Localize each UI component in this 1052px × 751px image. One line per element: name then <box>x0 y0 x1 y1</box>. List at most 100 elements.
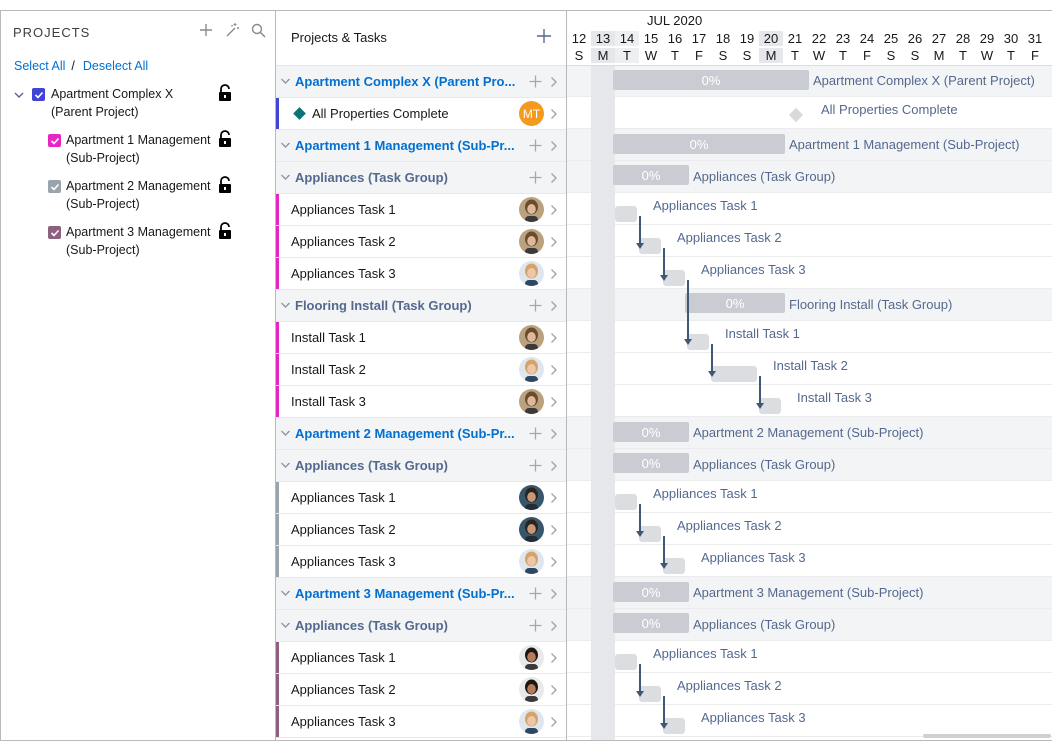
task-row[interactable]: Appliances Task 3 <box>276 706 566 738</box>
assignee-avatar[interactable] <box>519 709 544 734</box>
chevron-right-icon[interactable] <box>550 492 558 504</box>
assignee-avatar[interactable] <box>519 645 544 670</box>
task-row[interactable]: Appliances Task 1 <box>276 482 566 514</box>
project-checkbox[interactable] <box>48 226 61 239</box>
task-row[interactable]: Appliances Task 1 <box>276 194 566 226</box>
chevron-down-icon[interactable] <box>280 589 291 598</box>
task-group-row[interactable]: Flooring Install (Task Group) <box>276 290 566 322</box>
chevron-right-icon[interactable] <box>550 428 558 440</box>
task-group-row[interactable]: Appliances (Task Group) <box>276 610 566 642</box>
gantt-task-bar[interactable] <box>663 270 685 286</box>
gantt-task-bar[interactable] <box>663 718 685 734</box>
add-icon[interactable] <box>529 587 542 600</box>
chevron-down-icon[interactable] <box>280 173 291 182</box>
gantt-summary-bar[interactable]: 0% <box>613 453 689 473</box>
gantt-summary-bar[interactable]: 0% <box>613 165 689 185</box>
gantt-summary-bar[interactable]: 0% <box>613 582 689 602</box>
assignee-avatar[interactable] <box>519 677 544 702</box>
chevron-right-icon[interactable] <box>550 652 558 664</box>
chevron-down-icon[interactable] <box>280 621 291 630</box>
search-icon[interactable] <box>249 21 267 39</box>
chevron-right-icon[interactable] <box>550 140 558 152</box>
add-icon[interactable] <box>529 299 542 312</box>
project-checkbox[interactable] <box>32 88 45 101</box>
unlock-icon[interactable] <box>217 176 233 194</box>
project-checkbox[interactable] <box>48 180 61 193</box>
assignee-avatar[interactable] <box>519 549 544 574</box>
assignee-avatar[interactable] <box>519 197 544 222</box>
task-row[interactable]: Install Task 1 <box>276 322 566 354</box>
unlock-icon[interactable] <box>217 84 233 102</box>
chevron-right-icon[interactable] <box>550 684 558 696</box>
project-checkbox[interactable] <box>48 134 61 147</box>
chevron-right-icon[interactable] <box>550 556 558 568</box>
assignee-avatar[interactable] <box>519 261 544 286</box>
assignee-avatar[interactable] <box>519 229 544 254</box>
chevron-right-icon[interactable] <box>550 76 558 88</box>
gantt-task-bar[interactable] <box>711 366 757 382</box>
chevron-right-icon[interactable] <box>550 332 558 344</box>
gantt-task-bar[interactable] <box>639 686 661 702</box>
chevron-right-icon[interactable] <box>550 524 558 536</box>
chevron-right-icon[interactable] <box>550 396 558 408</box>
magic-wand-icon[interactable] <box>223 21 241 39</box>
gantt-task-bar[interactable] <box>615 206 637 222</box>
chevron-right-icon[interactable] <box>550 588 558 600</box>
assignee-avatar[interactable] <box>519 325 544 350</box>
tree-item-apartment-2[interactable]: Apartment 2 Management (Sub-Project) <box>66 177 211 213</box>
gantt-summary-bar[interactable]: 0% <box>613 613 689 633</box>
gantt-task-bar[interactable] <box>687 334 709 350</box>
add-icon[interactable] <box>529 459 542 472</box>
add-icon[interactable] <box>529 427 542 440</box>
project-row[interactable]: Apartment Complex X (Parent Pro... <box>276 66 566 98</box>
task-group-row[interactable]: Appliances (Task Group) <box>276 162 566 194</box>
chevron-right-icon[interactable] <box>550 108 558 120</box>
add-icon[interactable] <box>529 75 542 88</box>
unlock-icon[interactable] <box>217 130 233 148</box>
task-row[interactable]: Appliances Task 2 <box>276 226 566 258</box>
chevron-down-icon[interactable] <box>280 301 291 310</box>
chevron-down-icon[interactable] <box>280 77 291 86</box>
chevron-right-icon[interactable] <box>550 620 558 632</box>
chevron-right-icon[interactable] <box>550 268 558 280</box>
add-icon[interactable] <box>536 28 552 44</box>
project-row[interactable]: Apartment 1 Management (Sub-Pr... <box>276 130 566 162</box>
gantt-task-bar[interactable] <box>615 494 637 510</box>
task-group-row[interactable]: Appliances (Task Group) <box>276 450 566 482</box>
tree-item-apartment-complex-x[interactable]: Apartment Complex X (Parent Project) <box>51 85 173 121</box>
gantt-summary-bar[interactable]: 0% <box>613 70 809 90</box>
add-icon[interactable] <box>197 21 215 39</box>
task-row[interactable]: Install Task 2 <box>276 354 566 386</box>
tree-item-apartment-1[interactable]: Apartment 1 Management (Sub-Project) <box>66 131 211 167</box>
task-row[interactable]: Appliances Task 1 <box>276 642 566 674</box>
unlock-icon[interactable] <box>217 222 233 240</box>
chevron-right-icon[interactable] <box>550 300 558 312</box>
chevron-right-icon[interactable] <box>550 364 558 376</box>
add-icon[interactable] <box>529 139 542 152</box>
chevron-down-icon[interactable] <box>13 89 25 101</box>
assignee-avatar[interactable] <box>519 485 544 510</box>
gantt-task-bar[interactable] <box>759 398 781 414</box>
chevron-right-icon[interactable] <box>550 204 558 216</box>
deselect-all-link[interactable]: Deselect All <box>82 59 149 73</box>
task-row[interactable]: Appliances Task 2 <box>276 514 566 546</box>
task-row[interactable]: Appliances Task 3 <box>276 546 566 578</box>
add-icon[interactable] <box>529 171 542 184</box>
project-row[interactable]: Apartment 2 Management (Sub-Pr... <box>276 418 566 450</box>
tree-item-apartment-3[interactable]: Apartment 3 Management (Sub-Project) <box>66 223 211 259</box>
select-all-link[interactable]: Select All <box>14 59 66 73</box>
gantt-summary-bar[interactable]: 0% <box>613 134 785 154</box>
assignee-avatar[interactable] <box>519 357 544 382</box>
gantt-task-bar[interactable] <box>639 238 661 254</box>
assignee-avatar[interactable] <box>519 389 544 414</box>
chevron-right-icon[interactable] <box>550 236 558 248</box>
task-row[interactable]: Appliances Task 2 <box>276 674 566 706</box>
chevron-right-icon[interactable] <box>550 716 558 728</box>
gantt-task-bar[interactable] <box>615 654 637 670</box>
gantt-task-bar[interactable] <box>639 526 661 542</box>
chevron-down-icon[interactable] <box>280 461 291 470</box>
gantt-summary-bar[interactable]: 0% <box>685 293 785 313</box>
assignee-initials-avatar[interactable]: MT <box>519 101 544 126</box>
add-icon[interactable] <box>529 619 542 632</box>
